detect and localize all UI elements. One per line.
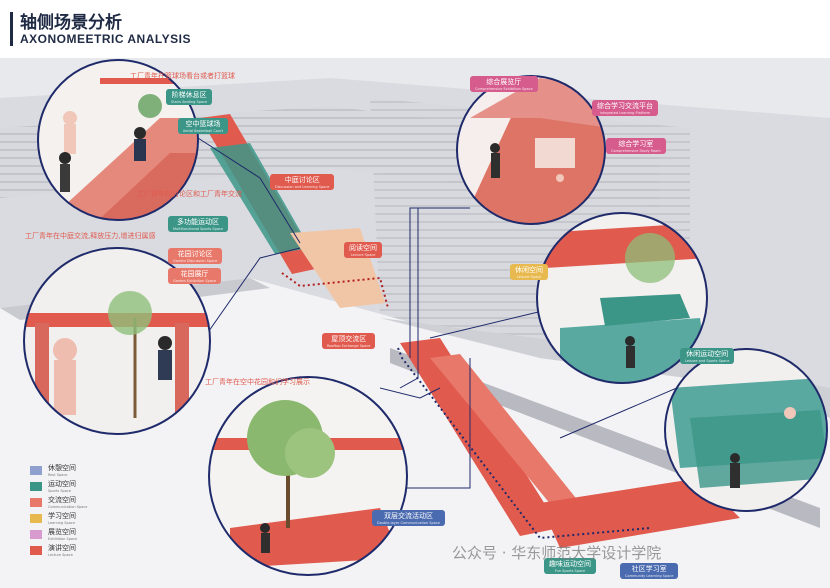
callout-connectors <box>189 137 701 489</box>
label-youth-garden: 工厂青年在空中花园和们学习展示 <box>205 378 310 386</box>
legend-swatch <box>30 514 42 523</box>
vignette-exhibition <box>456 75 606 225</box>
vignette-garden-tree <box>208 376 408 576</box>
page-title: 轴侧场景分析 <box>20 13 122 33</box>
legend-swatch <box>30 530 42 539</box>
title-accent-bar <box>10 12 13 46</box>
legend-swatch <box>30 482 42 491</box>
watermark: 公众号 · 华东师范大学设计学院 <box>452 544 662 562</box>
label-youth-discussion: 工厂青年在讨论区和工厂青年交流 <box>137 190 242 198</box>
circulation-paths <box>200 114 740 548</box>
vignette-basketball-stairs <box>37 59 199 221</box>
page-subtitle: AXONOMEETRIC ANALYSIS <box>20 32 191 46</box>
diagram-drawing <box>0 59 830 588</box>
label-youth-atrium: 工厂青年在中庭交流,释放压力,增进归属感 <box>25 232 156 240</box>
vignette-leisure-sports <box>664 348 828 512</box>
legend-swatch <box>30 546 42 555</box>
legend-swatch <box>30 466 42 475</box>
legend-swatch <box>30 498 42 507</box>
label-youth-basketball: 工厂青年在篮球场看台或者打篮球 <box>130 72 235 80</box>
